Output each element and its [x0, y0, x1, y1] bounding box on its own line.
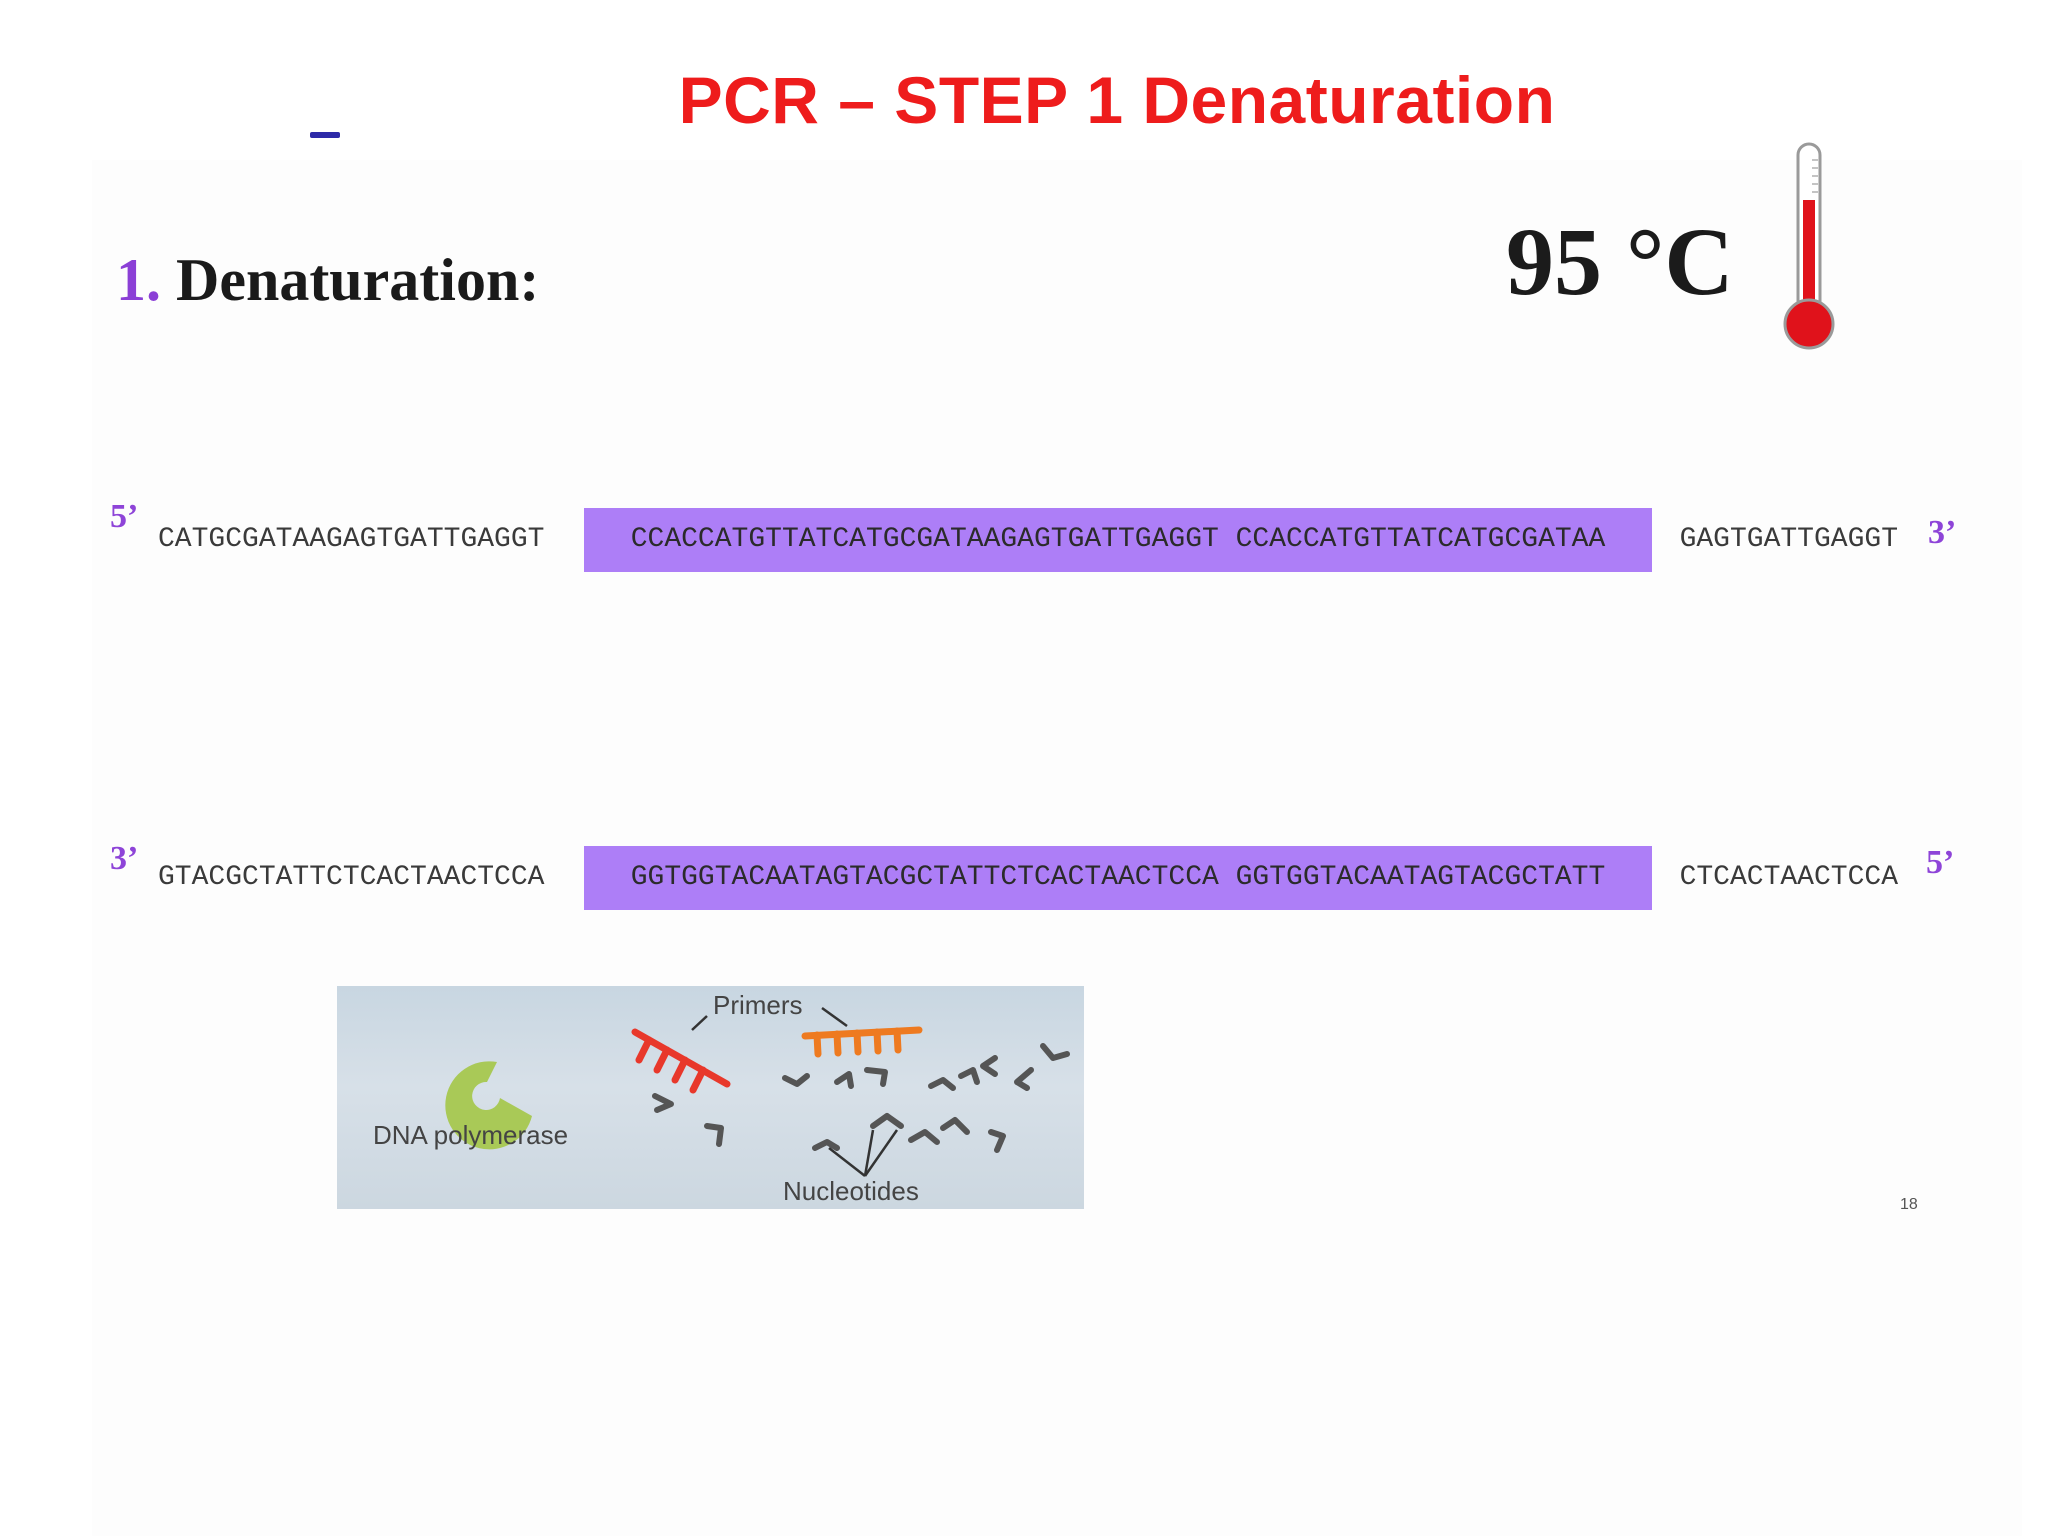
nucleotides-pointer-lines — [828, 1129, 899, 1177]
bottom-strand: GTACGCTATTCTCACTAACTCCA GGTGGTACAATAGTACG… — [158, 846, 1898, 910]
bottom-strand-left-sequence: GTACGCTATTCTCACTAACTCCA — [158, 862, 545, 893]
pcr-reagents-figure: Primers DNA polymerase Nucleotides — [337, 986, 1084, 1209]
nucleotides-label: Nucleotides — [783, 1176, 919, 1206]
bottom-strand-highlighted-sequence: GGTGGTACAATAGTACGCTATTCTCACTAACTCCA GGTG… — [584, 846, 1652, 910]
top-strand-5prime-label: 5’ — [110, 498, 139, 535]
bottom-strand-right-sequence: CTCACTAACTCCA — [1679, 862, 1898, 893]
bottom-strand-3prime-label: 3’ — [110, 840, 139, 877]
slide-title: PCR – STEP 1 Denaturation — [678, 63, 1556, 137]
red-primer-icon — [631, 1028, 731, 1094]
top-strand: CATGCGATAAGAGTGATTGAGGT CCACCATGTTATCATGC… — [158, 508, 1898, 572]
step-number: 1. — [116, 247, 161, 313]
temperature-label: 95 °C — [1506, 208, 1734, 315]
step-heading: 1. Denaturation: — [116, 246, 539, 315]
page-number: 18 — [1900, 1196, 1918, 1213]
reagents-illustration — [445, 1006, 1070, 1177]
primers-label: Primers — [713, 990, 803, 1020]
top-strand-3prime-label: 3’ — [1928, 514, 1957, 551]
nucleotides-icons — [652, 1043, 1070, 1153]
step-label: Denaturation: — [176, 247, 540, 313]
bottom-strand-5prime-label: 5’ — [1926, 844, 1955, 881]
primer-pointer-lines — [691, 1006, 848, 1031]
orange-primer-icon — [801, 1026, 923, 1058]
dna-polymerase-label: DNA polymerase — [373, 1120, 569, 1150]
decorative-mark — [310, 132, 340, 138]
dna-polymerase-icon — [445, 1061, 532, 1150]
thermometer-icon — [1783, 142, 1835, 350]
top-strand-right-sequence: GAGTGATTGAGGT — [1679, 524, 1898, 555]
top-strand-left-sequence: CATGCGATAAGAGTGATTGAGGT — [158, 524, 545, 555]
top-strand-highlighted-sequence: CCACCATGTTATCATGCGATAAGAGTGATTGAGGT CCAC… — [584, 508, 1652, 572]
